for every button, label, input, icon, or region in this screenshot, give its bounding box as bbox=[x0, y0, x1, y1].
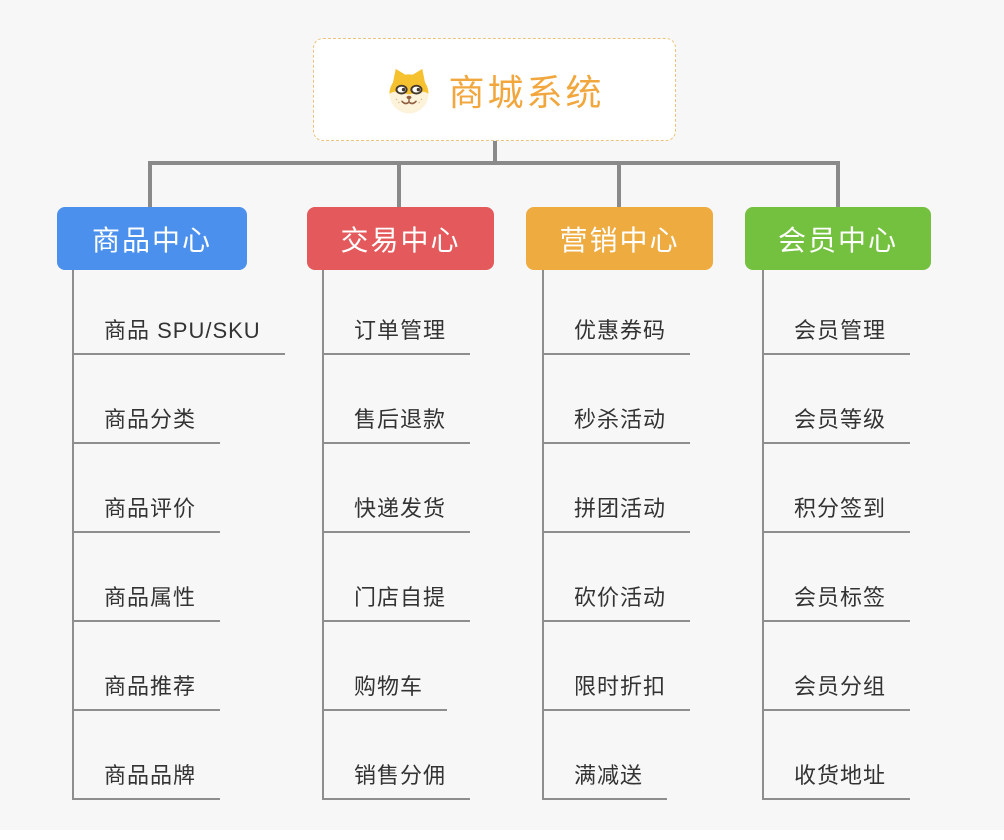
leaf-node[interactable]: 会员等级 bbox=[762, 407, 911, 444]
leaf-node[interactable]: 限时折扣 bbox=[542, 674, 691, 711]
leaf-node[interactable]: 秒杀活动 bbox=[542, 407, 691, 444]
branch-line bbox=[762, 270, 764, 800]
leaf-node[interactable]: 售后退款 bbox=[322, 407, 471, 444]
leaf-node[interactable]: 订单管理 bbox=[322, 318, 471, 355]
leaf-node[interactable]: 销售分佣 bbox=[322, 763, 471, 800]
connector-drop-marketing bbox=[617, 161, 621, 207]
leaf-node[interactable]: 满减送 bbox=[542, 763, 668, 800]
leaf-node[interactable]: 会员标签 bbox=[762, 585, 911, 622]
root-node[interactable]: 商城系统 bbox=[313, 38, 676, 141]
leaf-node[interactable]: 商品品牌 bbox=[72, 763, 221, 800]
leaf-node[interactable]: 商品分类 bbox=[72, 407, 221, 444]
branch-header-trade-center[interactable]: 交易中心 bbox=[307, 207, 494, 270]
bottom-strip bbox=[0, 830, 1004, 840]
connector-drop-trade bbox=[397, 161, 401, 207]
connector-drop-product bbox=[148, 161, 152, 207]
shiba-dog-icon bbox=[389, 68, 430, 113]
leaf-node[interactable]: 拼团活动 bbox=[542, 496, 691, 533]
leaf-node[interactable]: 快递发货 bbox=[322, 496, 471, 533]
connector-trunk bbox=[148, 161, 840, 165]
branch-header-member-center[interactable]: 会员中心 bbox=[745, 207, 931, 270]
leaf-node[interactable]: 积分签到 bbox=[762, 496, 911, 533]
leaf-node[interactable]: 收货地址 bbox=[762, 763, 911, 800]
leaf-node[interactable]: 会员分组 bbox=[762, 674, 911, 711]
leaf-node[interactable]: 商品 SPU/SKU bbox=[72, 318, 285, 355]
root-title: 商城系统 bbox=[448, 71, 605, 113]
leaf-node[interactable]: 商品推荐 bbox=[72, 674, 221, 711]
leaf-node[interactable]: 会员管理 bbox=[762, 318, 911, 355]
leaf-node[interactable]: 商品属性 bbox=[72, 585, 221, 622]
branch-header-marketing-center[interactable]: 营销中心 bbox=[526, 207, 713, 270]
branch-line bbox=[72, 270, 74, 800]
connector-root-stem bbox=[493, 140, 497, 163]
branch-line bbox=[322, 270, 324, 800]
leaf-node[interactable]: 优惠券码 bbox=[542, 318, 691, 355]
branch-line bbox=[542, 270, 544, 800]
branch-header-product-center[interactable]: 商品中心 bbox=[57, 207, 247, 270]
connector-drop-member bbox=[836, 161, 840, 207]
leaf-node[interactable]: 商品评价 bbox=[72, 496, 221, 533]
leaf-node[interactable]: 门店自提 bbox=[322, 585, 471, 622]
leaf-node[interactable]: 购物车 bbox=[322, 674, 448, 711]
leaf-node[interactable]: 砍价活动 bbox=[542, 585, 691, 622]
